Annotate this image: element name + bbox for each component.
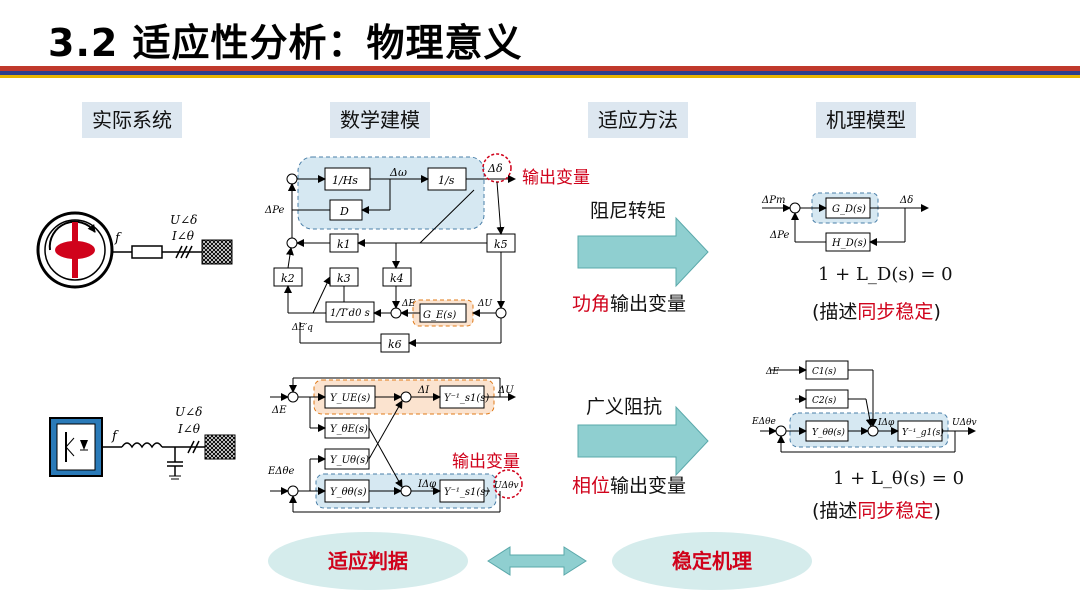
label-etheta: EΔθe bbox=[267, 466, 295, 477]
label-f: f bbox=[114, 231, 122, 246]
block-c1: C1(s) bbox=[812, 366, 837, 377]
row2-method-top: 广义阻抗 bbox=[586, 396, 663, 418]
label-dpe: ΔPe bbox=[264, 205, 285, 216]
row2-description: (描述同步稳定) bbox=[812, 496, 941, 523]
label-dpe2: ΔPe bbox=[769, 230, 790, 241]
title-underline-red bbox=[0, 66, 1080, 71]
label-iphi: IΔφ bbox=[417, 479, 436, 490]
label-i-theta: I∠θ bbox=[171, 229, 195, 243]
row1-method-bottom: 功角输出变量 bbox=[572, 289, 686, 316]
row1-desc-red: 同步稳定 bbox=[857, 301, 934, 323]
label-f2: f bbox=[111, 429, 119, 444]
row2-method-bottom: 相位输出变量 bbox=[572, 471, 686, 498]
stability-mechanism-ellipse: 稳定机理 bbox=[612, 532, 812, 590]
block-ys1: Y⁻¹_s1(s) bbox=[444, 487, 489, 498]
row1-desc-pre: (描述 bbox=[812, 301, 858, 323]
label-utheta: UΔθv bbox=[494, 481, 519, 491]
label-i-theta2: I∠θ bbox=[177, 422, 201, 436]
block-c2: C2(s) bbox=[812, 395, 837, 406]
line-impedance bbox=[131, 245, 163, 259]
label-iphi2: IΔφ bbox=[877, 418, 895, 428]
column-header-mechanism-model: 机理模型 bbox=[816, 102, 916, 138]
page-title: 3.2 适应性分析：物理意义 bbox=[48, 21, 523, 65]
label-ddelta2: Δδ bbox=[899, 195, 913, 206]
column-header-math-model: 数学建模 bbox=[330, 102, 430, 138]
row2-desc-pre: (描述 bbox=[812, 500, 858, 522]
label-ddelta: Δδ bbox=[487, 162, 503, 175]
label-dpm: ΔPm bbox=[761, 195, 785, 206]
generator-icon bbox=[36, 211, 114, 289]
row2-block-diagram: Y_UE(s) Y⁻¹_s1(s) Y_θE(s) Y_Uθ(s) Y_θθ(s… bbox=[267, 377, 523, 513]
label-deq: ΔE′q bbox=[291, 323, 313, 333]
converter-icon bbox=[49, 417, 103, 477]
row1-method-top: 阻尼转矩 bbox=[590, 200, 667, 222]
block-yuth: Y_Uθ(s) bbox=[330, 455, 369, 466]
block-k6: k6 bbox=[388, 338, 402, 351]
row1-mechanism-model: G_D(s) H_D(s) ΔPm ΔPe Δδ bbox=[761, 192, 929, 252]
infinite-bus bbox=[201, 239, 233, 265]
label-du2: ΔU bbox=[497, 385, 514, 396]
row2-method-bottom-red: 相位 bbox=[572, 475, 611, 497]
row2-equation: 1 + L_θ(s) = 0 bbox=[833, 468, 965, 489]
block-k2: k2 bbox=[281, 272, 295, 285]
label-utheta2: UΔθv bbox=[952, 418, 977, 428]
label-domega: Δω bbox=[389, 166, 407, 179]
block-hd: H_D(s) bbox=[831, 238, 867, 249]
label-etheta2: EΔθe bbox=[751, 417, 776, 427]
adaptation-criterion-ellipse: 适应判据 bbox=[268, 532, 468, 590]
block-ythe: Y_θE(s) bbox=[330, 424, 368, 435]
block-tdo: 1/T′d0 s bbox=[330, 308, 370, 319]
row2-mechanism-model: C1(s) C2(s) Y_θθ(s) Y⁻¹_g1(s) ΔE EΔθe IΔ… bbox=[751, 360, 977, 453]
row1-block-diagram: 1/Hs 1/s D Δω Δδ k1 k5 k2 k3 k4 1/T′d0 s… bbox=[264, 153, 516, 353]
row1-method-bottom-red: 功角 bbox=[572, 293, 611, 315]
block-k3: k3 bbox=[337, 272, 351, 285]
block-k4: k4 bbox=[390, 272, 404, 285]
infinite-bus-2 bbox=[204, 434, 236, 460]
row1-output-label: 输出变量 bbox=[522, 168, 590, 188]
label-di: ΔI bbox=[417, 385, 430, 396]
block-k5: k5 bbox=[494, 238, 508, 251]
label-u-delta: U∠δ bbox=[170, 213, 197, 227]
block-ys2: Y⁻¹_g1(s) bbox=[902, 427, 944, 438]
column-header-actual-system: 实际系统 bbox=[82, 102, 182, 138]
block-d: D bbox=[339, 205, 349, 218]
row2-desc-red: 同步稳定 bbox=[857, 500, 934, 522]
title-underline-blue bbox=[0, 71, 1080, 75]
row2-method-bottom-rest: 输出变量 bbox=[610, 475, 687, 497]
row1-equation: 1 + L_D(s) = 0 bbox=[818, 264, 953, 285]
block-1-s: 1/s bbox=[438, 174, 455, 187]
row1-method-bottom-rest: 输出变量 bbox=[610, 293, 687, 315]
block-k1: k1 bbox=[337, 238, 351, 251]
row2-desc-post: ) bbox=[933, 500, 941, 522]
row1-method-arrow bbox=[577, 216, 709, 288]
filter-inductor bbox=[121, 442, 163, 449]
label-de3: ΔE bbox=[765, 367, 779, 377]
block-1-hs: 1/Hs bbox=[332, 174, 358, 187]
label-du: ΔU bbox=[477, 299, 492, 309]
block-yth2: Y_θθ(s) bbox=[812, 427, 845, 438]
block-yii: Y⁻¹_s1(s) bbox=[444, 393, 489, 404]
block-gz: G_E(s) bbox=[423, 310, 456, 321]
title-underline-yellow bbox=[0, 75, 1080, 78]
bottom-double-arrow bbox=[487, 546, 587, 576]
row2-output-label: 输出变量 bbox=[452, 452, 520, 472]
block-ythth: Y_θθ(s) bbox=[330, 487, 367, 498]
row1-desc-post: ) bbox=[933, 301, 941, 323]
label-u-delta2: U∠δ bbox=[175, 405, 202, 419]
label-de: ΔE bbox=[401, 299, 415, 309]
block-yue: Y_UE(s) bbox=[330, 393, 370, 404]
block-gd: G_D(s) bbox=[832, 204, 866, 215]
label-de2: ΔE bbox=[271, 405, 287, 416]
row2-method-arrow bbox=[577, 405, 709, 477]
row1-description: (描述同步稳定) bbox=[812, 297, 941, 324]
column-header-method: 适应方法 bbox=[588, 102, 688, 138]
